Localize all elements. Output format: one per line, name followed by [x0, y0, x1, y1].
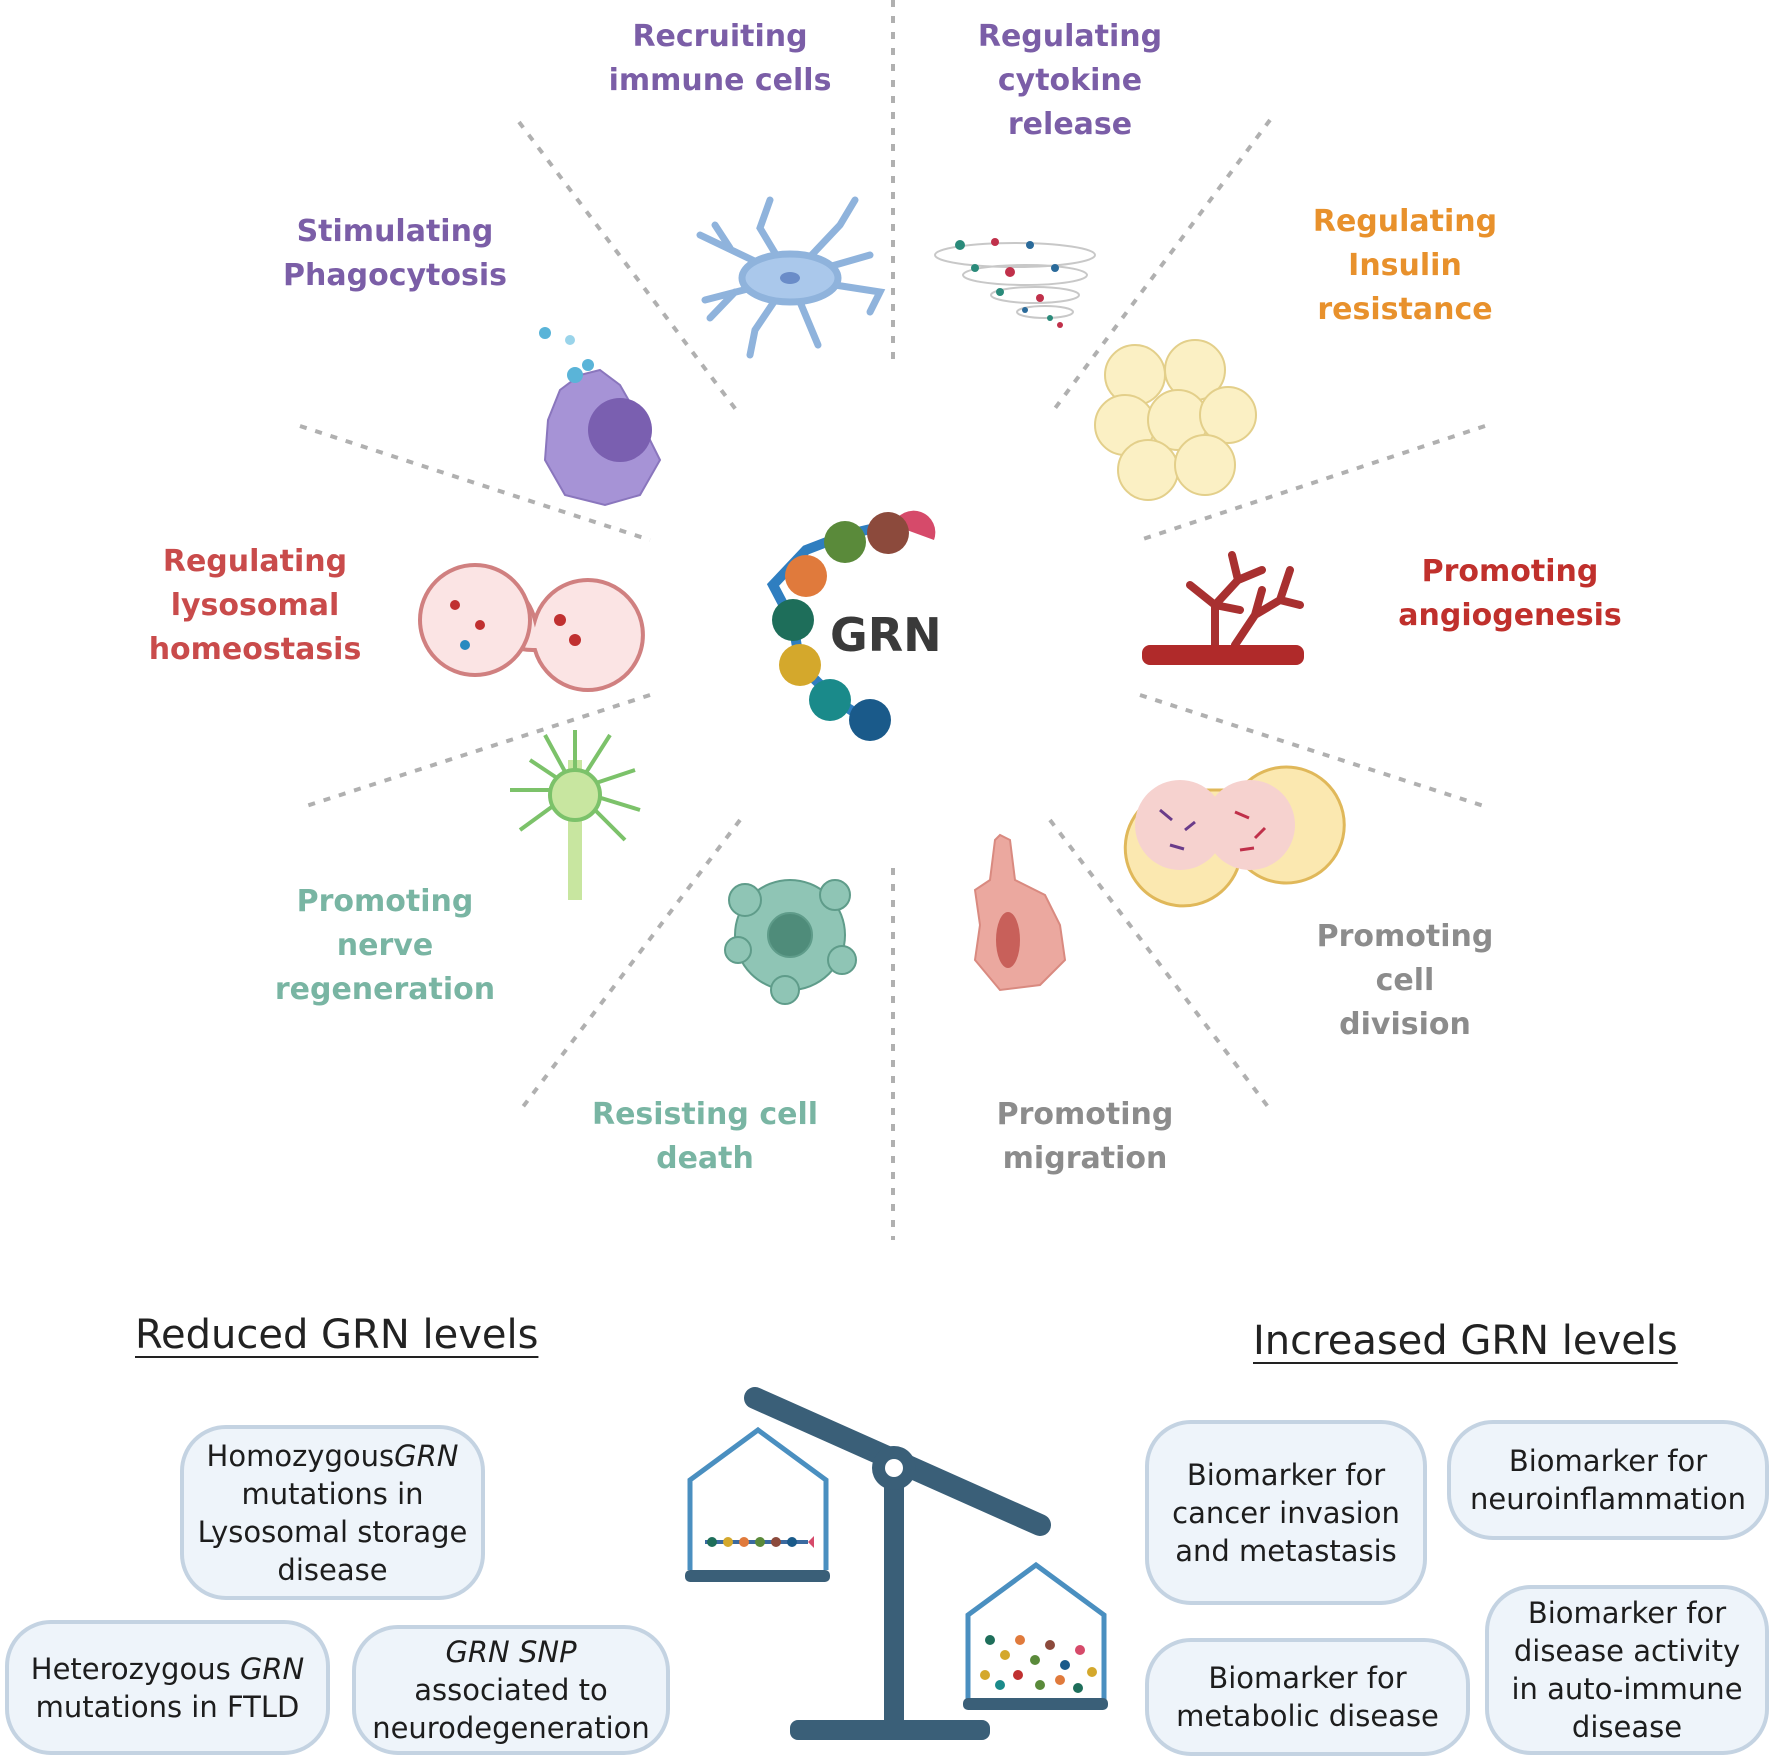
divider-line: [517, 818, 742, 1114]
italic-term: GRN: [394, 1438, 459, 1473]
label-regulating-lysosomal-homeostasis: Regulating lysosomal homeostasis: [148, 544, 362, 667]
immune-cell-icon: [696, 196, 886, 359]
box-text: Biomarker for metabolic disease: [1159, 1659, 1456, 1735]
grn-protein-chain: [766, 510, 936, 741]
italic-term: GRN: [239, 1651, 305, 1686]
label-promoting-cell-division: Promoting cell division: [1316, 919, 1494, 1042]
grn-center-label: GRN: [830, 608, 942, 662]
lysosome-icon: [418, 563, 645, 692]
dying-cell-icon: [724, 879, 857, 1005]
nerve-growth-cone-icon: [510, 730, 641, 900]
divider-line: [299, 693, 651, 810]
box-text-part: Biomarker for neuroinflammation: [1470, 1444, 1746, 1516]
phagocyte-cell-icon: [539, 327, 662, 507]
divider-line: [517, 120, 742, 417]
box-text-part: Biomarker for disease activity in auto-i…: [1511, 1596, 1743, 1744]
label-regulating-insulin-resistance: Regulating Insulin resistance: [1312, 204, 1498, 327]
box-text-part: mutations in Lysosomal storage disease: [197, 1476, 468, 1587]
box-text-part: Heterozygous: [30, 1651, 240, 1686]
box-text-part: associated to neurodegeneration: [372, 1673, 650, 1745]
divider-line: [1139, 424, 1486, 542]
box-text: Biomarker for disease activity in auto-i…: [1499, 1594, 1755, 1746]
box-biomarker-neuroinflammation: Biomarker for neuroinflammation: [1447, 1420, 1769, 1540]
italic-term: GRN SNP: [445, 1635, 577, 1669]
box-text: HomozygousGRN mutations in Lysosomal sto…: [194, 1437, 471, 1589]
box-text-part: mutations in FTLD: [35, 1689, 300, 1724]
label-resisting-cell-death: Resisting cell death: [591, 1097, 819, 1176]
box-biomarker-cancer: Biomarker for cancer invasion and metast…: [1145, 1420, 1427, 1605]
cytokine-release-icon: [934, 238, 1096, 328]
box-homozygous-grn-mutations: HomozygousGRN mutations in Lysosomal sto…: [180, 1425, 485, 1600]
divider-line: [1048, 818, 1274, 1114]
label-regulating-cytokine-release: Regulating cytokine release: [977, 19, 1163, 142]
blood-vessel-icon: [1142, 551, 1304, 665]
box-text-part: Biomarker for cancer invasion and metast…: [1172, 1457, 1400, 1568]
migrating-cell-icon: [973, 833, 1067, 992]
label-promoting-angiogenesis: Promoting angiogenesis: [1398, 554, 1622, 633]
balance-scale-icon: [685, 1387, 1108, 1740]
divider-line: [1048, 118, 1272, 417]
box-biomarker-autoimmune: Biomarker for disease activity in auto-i…: [1485, 1585, 1769, 1755]
divider-line: [1139, 693, 1491, 810]
box-text: Biomarker for neuroinflammation: [1461, 1442, 1755, 1518]
label-promoting-nerve-regeneration: Promoting nerve regeneration: [274, 884, 496, 1007]
heading-increased-grn-levels: Increased GRN levels: [1253, 1318, 1678, 1364]
box-text: Heterozygous GRN mutations in FTLD: [19, 1650, 316, 1726]
box-grn-snp-neurodegeneration: GRN SNP associated to neurodegeneration: [352, 1625, 670, 1755]
heading-reduced-grn-levels: Reduced GRN levels: [135, 1312, 539, 1358]
box-text-part: Homozygous: [206, 1438, 395, 1473]
adipocyte-cluster-icon: [1094, 339, 1257, 501]
radial-dividers: [299, 0, 1491, 1240]
box-text-part: Biomarker for metabolic disease: [1176, 1661, 1439, 1733]
label-stimulating-phagocytosis: Stimulating Phagocytosis: [283, 214, 507, 293]
box-text: Biomarker for cancer invasion and metast…: [1159, 1456, 1413, 1570]
box-biomarker-metabolic: Biomarker for metabolic disease: [1145, 1638, 1470, 1756]
box-heterozygous-grn-mutations: Heterozygous GRN mutations in FTLD: [5, 1620, 330, 1755]
box-text: GRN SNP associated to neurodegeneration: [366, 1633, 656, 1747]
label-promoting-migration: Promoting migration: [996, 1097, 1174, 1176]
dividing-cell-icon: [1123, 765, 1346, 908]
label-recruiting-immune-cells: Recruiting immune cells: [608, 19, 832, 98]
divider-line: [299, 424, 651, 542]
